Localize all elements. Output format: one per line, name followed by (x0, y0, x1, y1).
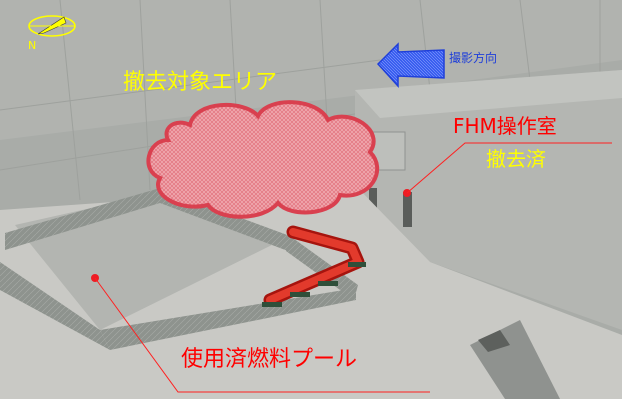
pool-railing-right-lower (286, 236, 358, 300)
red-pipe (262, 225, 366, 307)
compass-icon (28, 15, 76, 37)
ceiling-structure (0, 0, 622, 140)
pool-railing-front (100, 288, 356, 350)
pool-leader-line (94, 277, 430, 393)
compass-label: N (28, 39, 37, 52)
fhm-status-label: 撤去済 (486, 147, 546, 171)
fhm-room-label: FHM操作室 (453, 114, 557, 138)
shooting-direction-label: 撮影方向 (449, 51, 498, 65)
removal-area-cloud (146, 100, 380, 219)
arrow-left-icon (376, 42, 445, 88)
removal-area-label: 撤去対象エリア (123, 70, 278, 95)
equipment-detail (478, 330, 510, 352)
pool-railing-back (5, 188, 160, 250)
column-right (403, 192, 412, 227)
fhm-room-block (355, 70, 622, 330)
spent-fuel-pool-label: 使用済燃料プール (181, 347, 358, 372)
fhm-leader-line (406, 142, 612, 194)
fhm-room-top (355, 70, 622, 118)
pool-surface (15, 193, 282, 330)
pool-railing-left (0, 262, 110, 350)
